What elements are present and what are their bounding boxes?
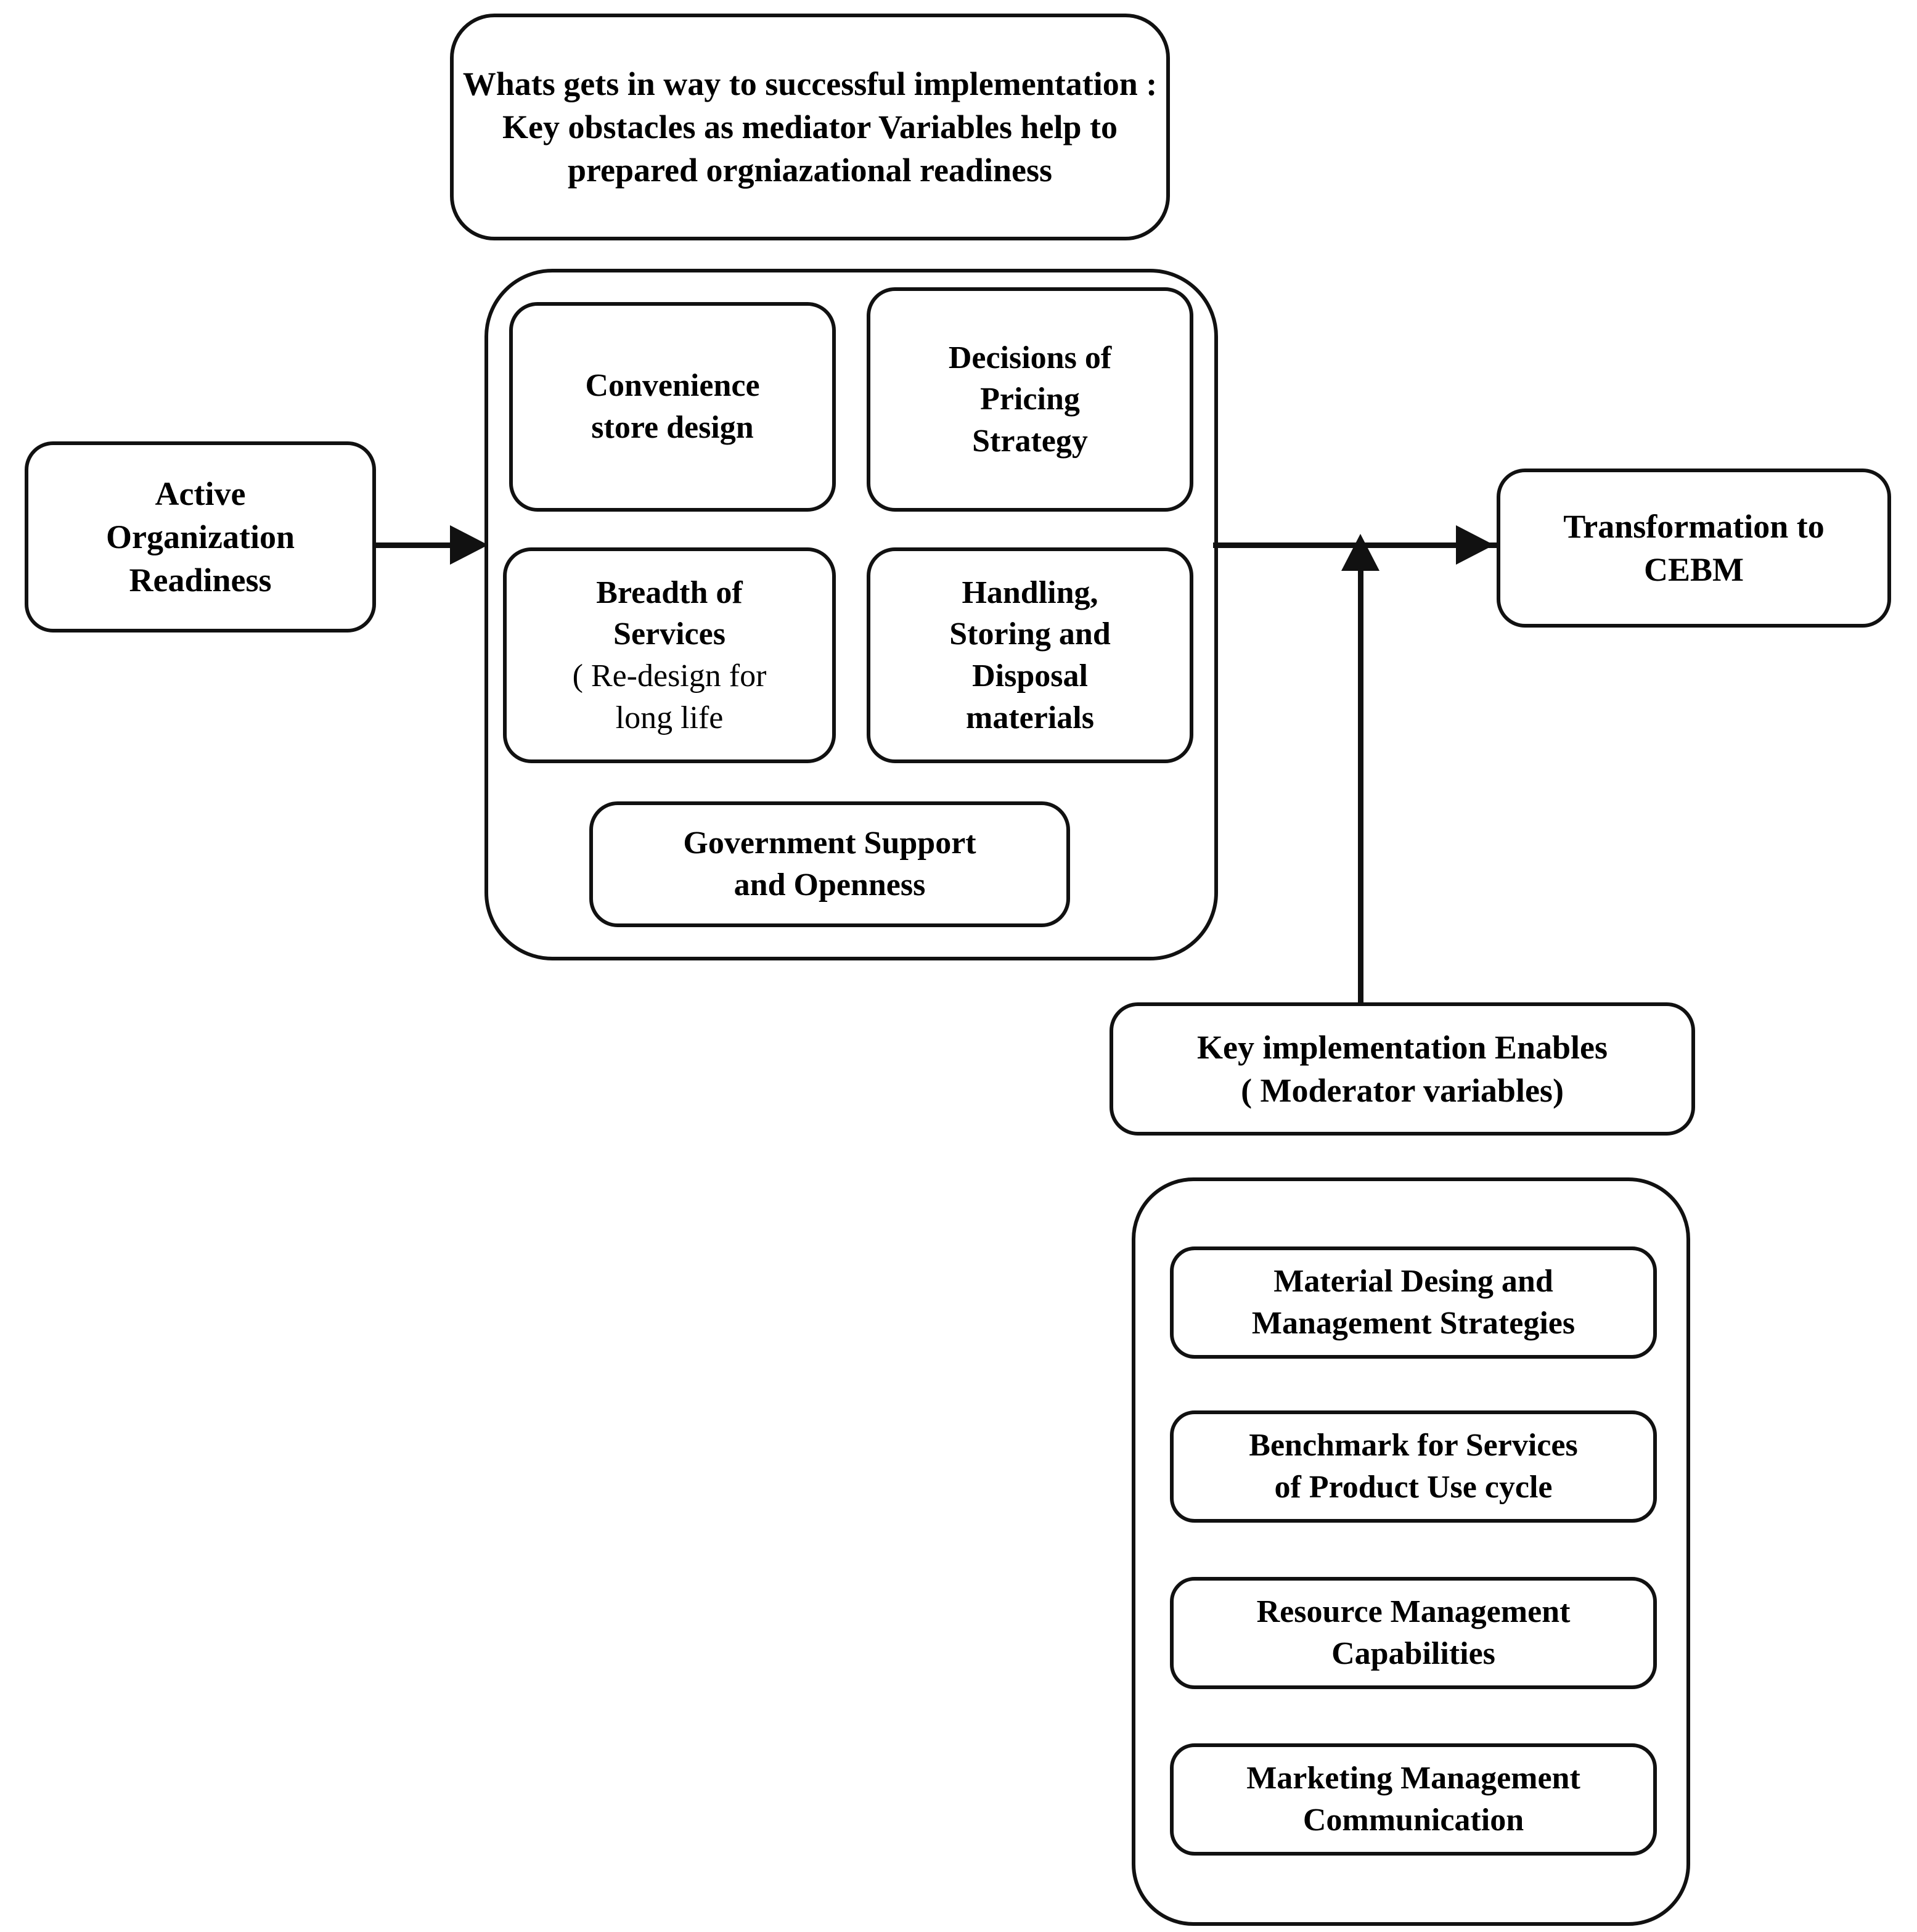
breadth-of-services-box: Breadth of Services( Re-design for long … <box>503 547 836 763</box>
handling-storing-disposal-materials-text: Handling, Storing and Disposal materials <box>949 575 1111 735</box>
resource-management-capabilities-text: Resource Management Capabilities <box>1256 1594 1571 1671</box>
readiness-to-mediators-line <box>376 542 462 548</box>
handling-storing-disposal-materials-box: Handling, Storing and Disposal materials <box>867 547 1193 763</box>
convenience-store-design-box: Convenience store design <box>509 302 836 512</box>
decisions-of-pricing-strategy-box: Decisions of Pricing Strategy <box>867 287 1193 512</box>
active-organization-readiness-text: Active Organization Readiness <box>106 475 295 599</box>
government-support-and-openness-box: Government Support and Openness <box>589 801 1070 927</box>
readiness-to-mediators-arrow-icon <box>450 525 488 565</box>
key-implementation-enables-box: Key implementation Enables ( Moderator v… <box>1110 1002 1695 1136</box>
mediators-to-transformation-arrow-icon <box>1456 525 1494 565</box>
resource-management-capabilities-box: Resource Management Capabilities <box>1170 1577 1657 1689</box>
breadth-of-services-wrapper: Breadth of Services( Re-design for long … <box>507 572 832 739</box>
enablers-to-transformation-arrow-icon <box>1341 534 1380 571</box>
obstacles-statement-text: Whats gets in way to successful implemen… <box>462 65 1158 189</box>
decisions-of-pricing-strategy-text: Decisions of Pricing Strategy <box>948 340 1112 459</box>
breadth-of-services-subtext: ( Re-design for long life <box>572 658 767 735</box>
key-implementation-enables-text: Key implementation Enables ( Moderator v… <box>1196 1028 1608 1109</box>
benchmark-for-services-product-use-cycle-text: Benchmark for Services of Product Use cy… <box>1249 1428 1578 1505</box>
convenience-store-design-text: Convenience store design <box>585 368 760 445</box>
government-support-and-openness-text: Government Support and Openness <box>683 825 976 903</box>
material-design-management-strategies-text: Material Desing and Management Strategie… <box>1251 1264 1576 1341</box>
obstacles-statement-box: Whats gets in way to successful implemen… <box>450 14 1170 240</box>
benchmark-for-services-product-use-cycle-box: Benchmark for Services of Product Use cy… <box>1170 1410 1657 1523</box>
enablers-to-transformation-line <box>1358 549 1363 1005</box>
material-design-management-strategies-box: Material Desing and Management Strategie… <box>1170 1246 1657 1359</box>
transformation-to-cebm-box: Transformation to CEBM <box>1497 469 1891 628</box>
breadth-of-services-text: Breadth of Services <box>596 575 743 652</box>
active-organization-readiness-box: Active Organization Readiness <box>25 441 376 632</box>
marketing-management-communication-box: Marketing Management Communication <box>1170 1743 1657 1856</box>
transformation-to-cebm-text: Transformation to CEBM <box>1563 507 1825 588</box>
marketing-management-communication-text: Marketing Management Communication <box>1246 1761 1580 1838</box>
